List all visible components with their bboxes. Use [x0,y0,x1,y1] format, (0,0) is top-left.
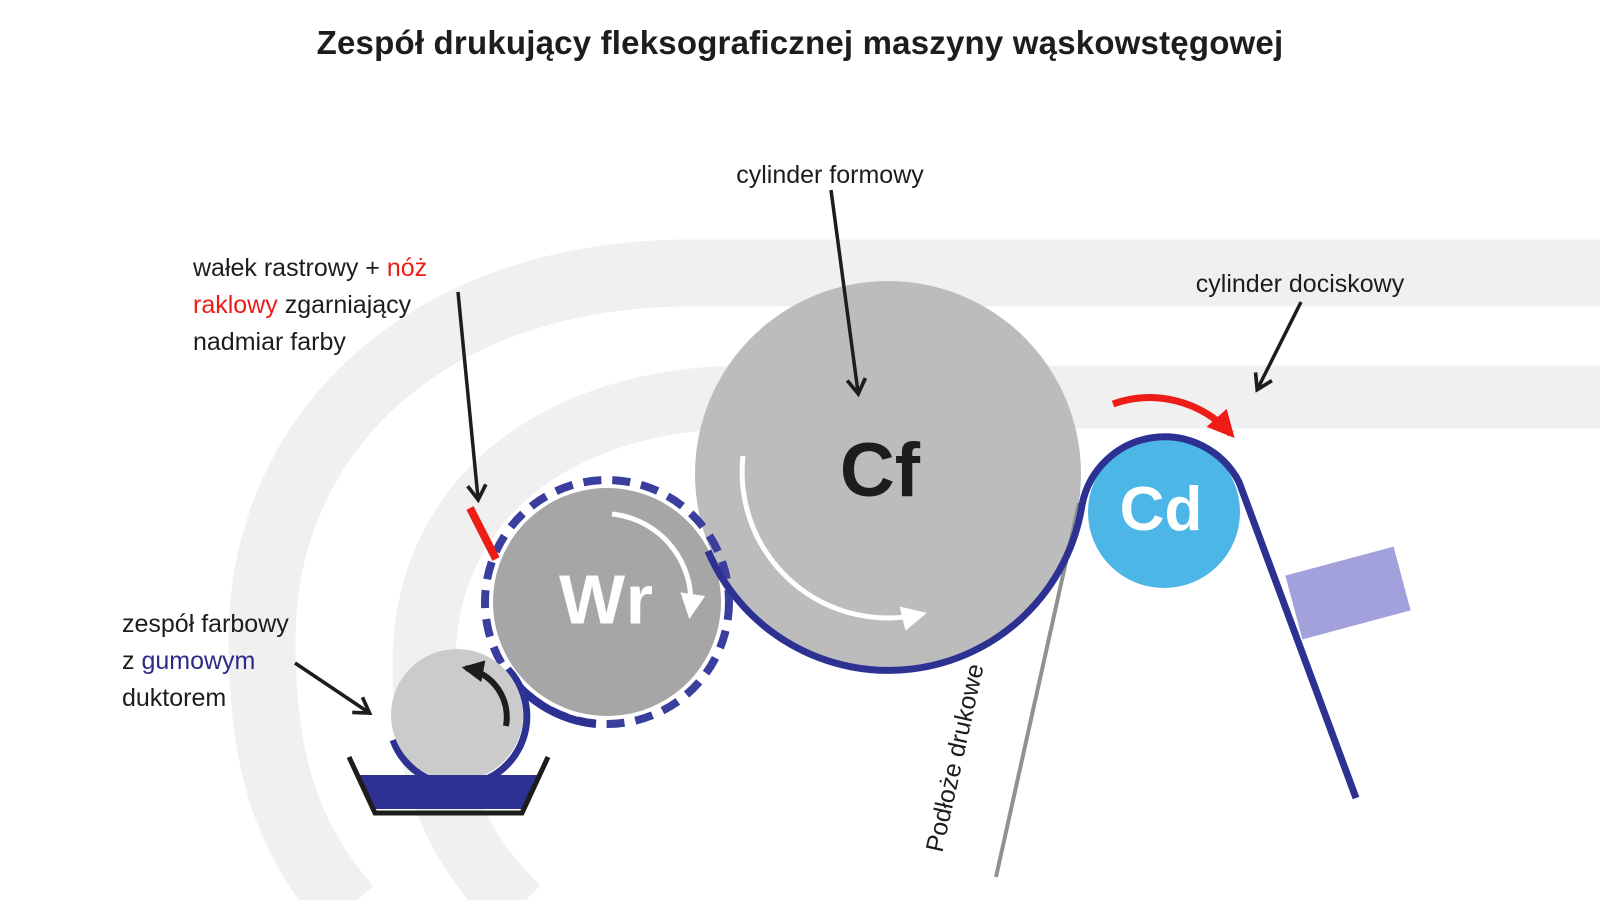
impression-cylinder-circle [1088,436,1240,588]
forme-cylinder-letter: Cf [839,427,921,513]
ink-unit-label-black: z [122,647,142,675]
forme-cylinder-circle [695,281,1081,667]
anilox-label-line3: nadmiar farby [193,328,346,356]
anilox-dashed-ring [481,476,733,728]
anilox-doctor-blade-label: wałek rastrowy + nóż raklowy zgarniający… [193,250,427,361]
forme-cylinder-label: cylinder formowy [736,161,924,189]
impression-cylinder-letter: Cd [1119,475,1203,545]
cd-rotation-arrow-icon [1111,394,1235,439]
impression-label-arrow-icon [1253,301,1303,393]
web-path [704,433,1360,800]
ink-unit-label-arrow-icon [294,661,373,715]
anilox-roller-letter: Wr [558,560,656,639]
ink-unit-label-blue: gumowym [141,647,256,675]
printed-label-patch [1285,546,1411,640]
ink-unit-label-line3: duktorem [122,684,227,712]
anilox-label-black2: zgarniający [277,291,412,319]
forme-label-arrow-icon [829,189,868,398]
anilox-label-black1: wałek rastrowy + [193,254,387,282]
anilox-label-arrow-icon [456,291,488,504]
cf-rotation-arrow-icon [739,455,927,631]
ink-unit-label-line1: zespół farbowy [122,610,289,638]
impression-cylinder-label: cylinder dociskowy [1195,270,1405,298]
anilox-label-line2: raklowy zgarniający [193,287,427,324]
ink-fountain-tray-outline [346,755,551,816]
wr-rotation-arrow-icon [611,511,706,619]
doctor-blade [466,506,500,561]
anilox-label-red2: raklowy [193,291,278,319]
background-band-inner [392,365,1600,900]
anilox-roller-circle [493,488,721,716]
anilox-label-line1: wałek rastrowy + nóż [193,250,427,287]
anilox-label-red1: nóż [386,254,428,282]
background-band-outer [228,239,1600,900]
ductor-roller-circle [391,649,523,781]
ink-unit-label-line2: z gumowym [122,643,289,680]
ink-fountain-ink [358,775,539,809]
diagram-title: Zespół drukujący fleksograficznej maszyn… [316,24,1284,61]
ink-unit-label: zespół farbowy z gumowym duktorem [122,606,289,717]
ductor-rotation-arrow-icon [461,660,510,727]
